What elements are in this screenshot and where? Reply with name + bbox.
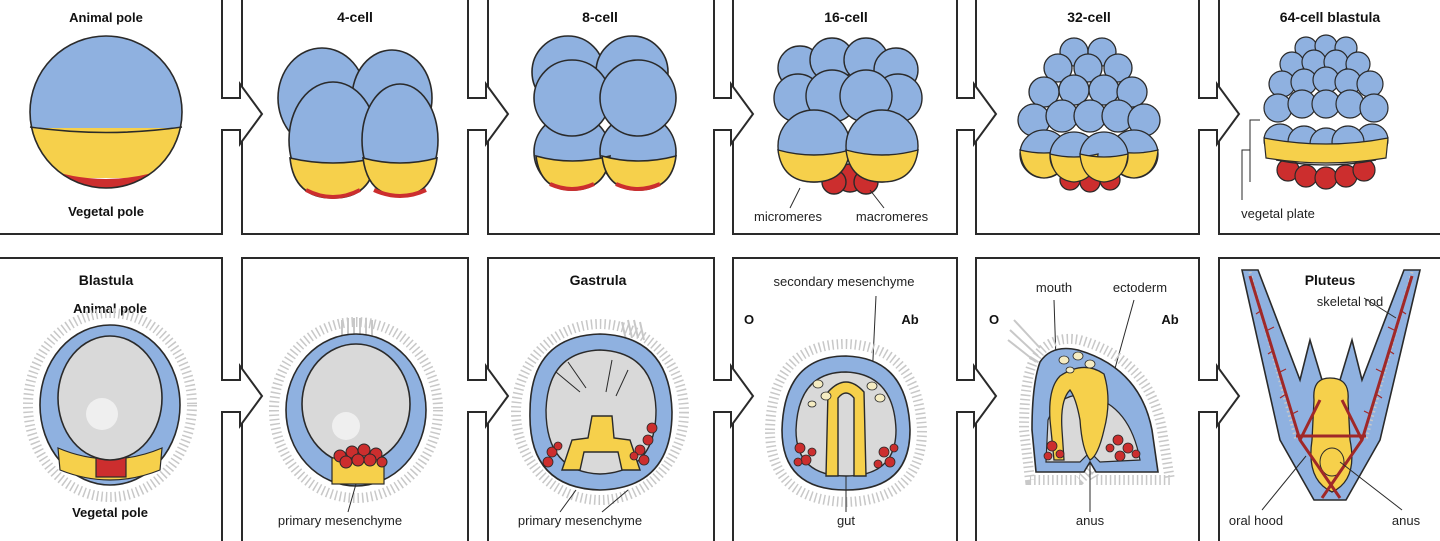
vegetal-pole-label: Vegetal pole: [68, 204, 144, 219]
vegetal-pole-label: Vegetal pole: [72, 505, 148, 520]
arrows: [221, 80, 1241, 430]
sixteen-cell-illustration: [773, 37, 923, 195]
gut-label: gut: [837, 513, 855, 528]
late-gastrula-illustration: [764, 338, 928, 508]
primary-mesenchyme-label: primary mesenchyme: [518, 513, 642, 528]
oral-side-label: O: [989, 312, 999, 327]
arrow-right-icon: [1198, 362, 1241, 430]
oral-hood-label: oral hood: [1229, 513, 1283, 528]
arrow-right-icon: [956, 80, 998, 148]
blastula-illustration: [23, 308, 197, 502]
arrow-right-icon: [467, 80, 510, 148]
mouth-label: mouth: [1036, 280, 1072, 295]
prism-larva-illustration: [1007, 319, 1176, 485]
stage-title-8-cell: 8-cell: [582, 9, 618, 25]
macromeres-label: macromeres: [856, 209, 929, 224]
arrow-right-icon: [221, 362, 264, 430]
arrow-right-icon: [713, 80, 755, 148]
arrow-right-icon: [1198, 80, 1241, 148]
anus-label: anus: [1076, 513, 1105, 528]
arrow-right-icon: [467, 362, 510, 430]
pluteus-larva-illustration: [1241, 269, 1422, 501]
oral-side-label: O: [744, 312, 754, 327]
arrow-right-icon: [221, 80, 264, 148]
vegetal-plate-label: vegetal plate: [1241, 206, 1315, 221]
skeletal-rod-label: skeletal rod: [1317, 294, 1383, 309]
primary-mesenchyme-label: primary mesenchyme: [278, 513, 402, 528]
sixty-four-cell-illustration: [1263, 34, 1389, 190]
aboral-side-label: Ab: [1161, 312, 1178, 327]
eight-cell-illustration: [531, 35, 677, 191]
stage-title-gastrula: Gastrula: [570, 272, 627, 288]
stage-title-4-cell: 4-cell: [337, 9, 373, 25]
ectoderm-label: ectoderm: [1113, 280, 1167, 295]
arrow-right-icon: [713, 362, 755, 430]
stage-title-32-cell: 32-cell: [1067, 9, 1111, 25]
stage-title-64-cell-blastula: 64-cell blastula: [1280, 9, 1381, 25]
arrow-right-icon: [956, 362, 998, 430]
anus-label: anus: [1392, 513, 1421, 528]
stage-title-blastula: Blastula: [79, 272, 134, 288]
aboral-side-label: Ab: [901, 312, 918, 327]
thirty-two-cell-illustration: [1017, 37, 1161, 193]
secondary-mesenchyme-label: secondary mesenchyme: [774, 274, 915, 289]
gastrula-illustration: [511, 319, 689, 505]
animal-pole-label: Animal pole: [69, 10, 143, 25]
micromeres-label: micromeres: [754, 209, 822, 224]
stage-title-pluteus: Pluteus: [1305, 272, 1356, 288]
stage-title-16-cell: 16-cell: [824, 9, 868, 25]
four-cell-illustration: [277, 47, 439, 199]
mesenchyme-blastula-illustration: [269, 317, 443, 503]
